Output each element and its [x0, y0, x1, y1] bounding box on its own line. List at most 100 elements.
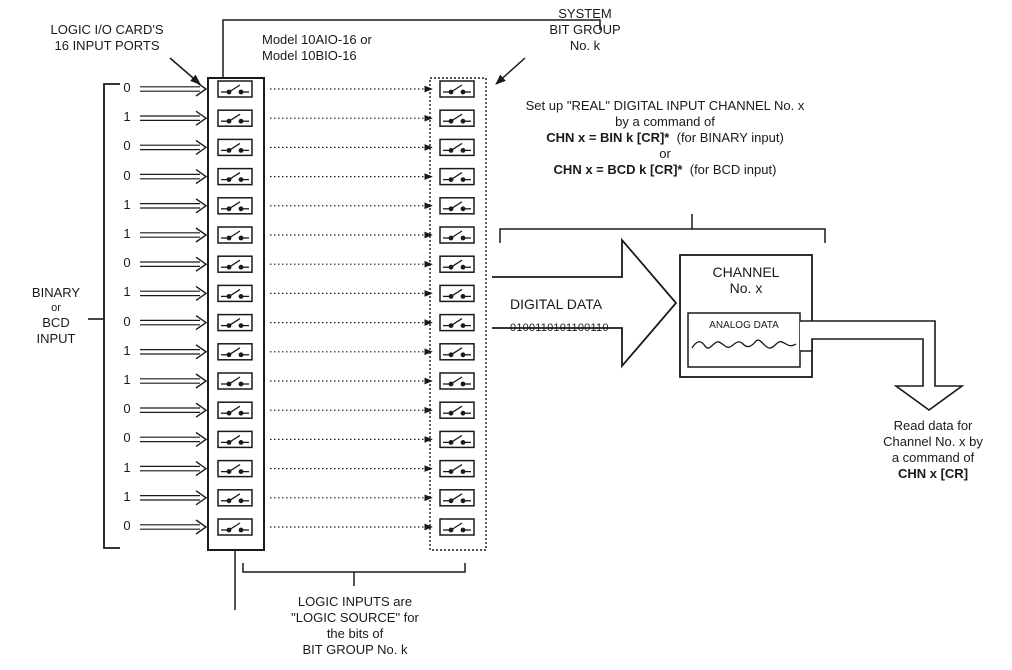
system-switch-9-box — [439, 343, 475, 361]
setup-command-binary: CHN x = BIN k [CR]* (for BINARY input) — [500, 130, 830, 146]
card-switch-6 — [217, 255, 253, 273]
bit-value-4: 1 — [123, 196, 131, 212]
system-switch-4-box — [439, 197, 475, 215]
card-switch-6-blade — [228, 259, 241, 268]
system-switch-8-box — [439, 313, 475, 332]
card-pointer-arrow — [169, 57, 201, 85]
system-switch-13-blade — [450, 464, 463, 473]
card-switch-7-box — [217, 284, 253, 303]
card-switch-15-box — [217, 518, 253, 536]
input-arrow-head-13 — [195, 461, 208, 477]
input-arrow-head-11 — [195, 402, 208, 418]
read-output-arrow — [800, 320, 965, 411]
card-switch-15 — [217, 518, 253, 536]
card-switch-9-blade — [228, 347, 241, 356]
card-switch-0-blade — [228, 84, 241, 93]
card-switch-5-blade — [228, 230, 241, 239]
read-line3: a command of — [891, 450, 975, 465]
input-bracket — [103, 83, 120, 549]
input-arrow-head-14 — [195, 490, 208, 506]
input-arrow-head-15 — [195, 519, 208, 535]
card-switch-8 — [217, 313, 253, 332]
bit-value-0: 0 — [123, 80, 131, 95]
input-label-line4: INPUT — [36, 331, 76, 346]
card-switch-12-box — [217, 430, 253, 449]
input-arrow-head-9 — [195, 344, 208, 360]
card-switch-7-blade — [228, 288, 241, 297]
read-line1: Read data for — [893, 418, 973, 433]
system-switch-5-blade — [450, 230, 463, 239]
card-switch-3-blade — [228, 172, 241, 181]
card-switch-10-box — [217, 372, 253, 390]
system-switch-10 — [439, 372, 475, 390]
digital-data-value: 0100110101100110 — [510, 322, 609, 334]
card-switch-4-box — [217, 197, 253, 215]
digital-data-arrow — [492, 237, 678, 369]
system-switch-15-box — [439, 518, 475, 536]
analog-data-label: ANALOG DATA — [709, 320, 779, 331]
model-label-line2: Model 10BIO-16 — [262, 48, 357, 63]
bit-value-15: 0 — [123, 518, 131, 533]
logic-inputs-line4: BIT GROUP No. k — [302, 642, 408, 657]
card-switch-15-blade — [228, 522, 241, 531]
input-label-line2: or — [51, 302, 61, 314]
bit-value-1: 1 — [123, 109, 131, 125]
system-switch-6-box — [439, 255, 475, 273]
system-switch-0 — [439, 80, 475, 98]
bit-value-3: 0 — [123, 167, 131, 183]
card-switch-13-box — [217, 459, 253, 478]
system-switch-10-blade — [450, 376, 463, 385]
card-switch-8-box — [217, 313, 253, 332]
card-switch-12 — [217, 430, 253, 449]
card-switch-5-box — [217, 226, 253, 244]
system-switch-2-blade — [450, 142, 463, 151]
model-label: Model 10AIO-16 or Model 10BIO-16 — [262, 32, 372, 64]
system-switch-14 — [439, 489, 475, 507]
read-command-text: Read data for Channel No. x by a command… — [858, 418, 1008, 482]
bit-value-13: 1 — [123, 459, 131, 475]
setup-or: or — [659, 146, 671, 161]
card-switch-13 — [217, 459, 253, 478]
setup-line1: Set up "REAL" DIGITAL INPUT CHANNEL No. … — [525, 98, 805, 113]
bit-value-9: 1 — [123, 342, 131, 358]
card-switch-4 — [217, 197, 253, 215]
setup-command-bcd: CHN x = BCD k [CR]* (for BCD input) — [500, 162, 830, 178]
setup-line2: by a command of — [615, 114, 715, 129]
card-switch-12-blade — [228, 434, 241, 443]
system-switch-6-blade — [450, 259, 463, 268]
setup-cmd1-bold: CHN x = BIN — [546, 130, 623, 145]
system-switch-12-box — [439, 430, 475, 449]
system-bit-group-label: SYSTEM BIT GROUP No. k — [530, 6, 640, 54]
system-switch-1 — [439, 109, 475, 127]
digital-data-label: DIGITAL DATA — [510, 296, 603, 312]
card-switch-3 — [217, 167, 253, 186]
input-arrow-head-1 — [195, 110, 208, 126]
card-switch-9 — [217, 343, 253, 361]
system-switch-15 — [439, 518, 475, 536]
system-switch-0-blade — [450, 84, 463, 93]
system-switch-8-blade — [450, 318, 463, 327]
card-switch-11-box — [217, 401, 253, 419]
analog-waveform — [691, 339, 797, 349]
system-switch-7 — [439, 284, 475, 303]
input-arrow-head-2 — [195, 139, 208, 155]
input-arrow-head-10 — [195, 373, 208, 389]
card-switch-0 — [217, 80, 253, 98]
read-line2: Channel No. x by — [883, 434, 983, 449]
logic-inputs-line2: "LOGIC SOURCE" for — [291, 610, 419, 625]
input-arrow-head-6 — [195, 256, 208, 272]
system-switch-5-box — [439, 226, 475, 244]
system-switch-15-blade — [450, 522, 463, 531]
logic-inputs-line1: LOGIC INPUTS are — [297, 594, 413, 609]
system-switch-7-blade — [450, 288, 463, 297]
bit-value-8: 0 — [123, 313, 131, 329]
card-switch-1-blade — [228, 113, 241, 122]
card-switch-10-blade — [228, 376, 241, 385]
system-switch-3-blade — [450, 172, 463, 181]
bit-value-2: 0 — [123, 138, 131, 154]
system-switch-12-blade — [450, 434, 463, 443]
bit-value-7: 1 — [123, 284, 131, 300]
input-arrow-head-5 — [195, 227, 208, 243]
system-switch-7-box — [439, 284, 475, 303]
